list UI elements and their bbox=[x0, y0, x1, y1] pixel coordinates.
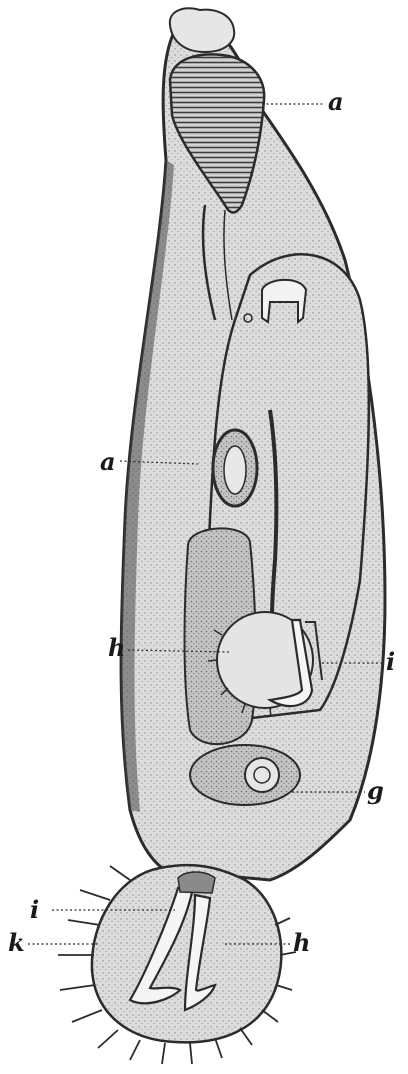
label-h-left: h bbox=[108, 633, 125, 662]
label-h-bottom: h bbox=[293, 928, 310, 957]
label-g: g bbox=[367, 776, 384, 805]
label-i-right: i bbox=[386, 647, 395, 676]
label-a-top: a bbox=[328, 87, 344, 116]
label-a-mid: a bbox=[100, 447, 116, 476]
label-k: k bbox=[8, 928, 25, 957]
label-i-left: i bbox=[30, 895, 39, 924]
